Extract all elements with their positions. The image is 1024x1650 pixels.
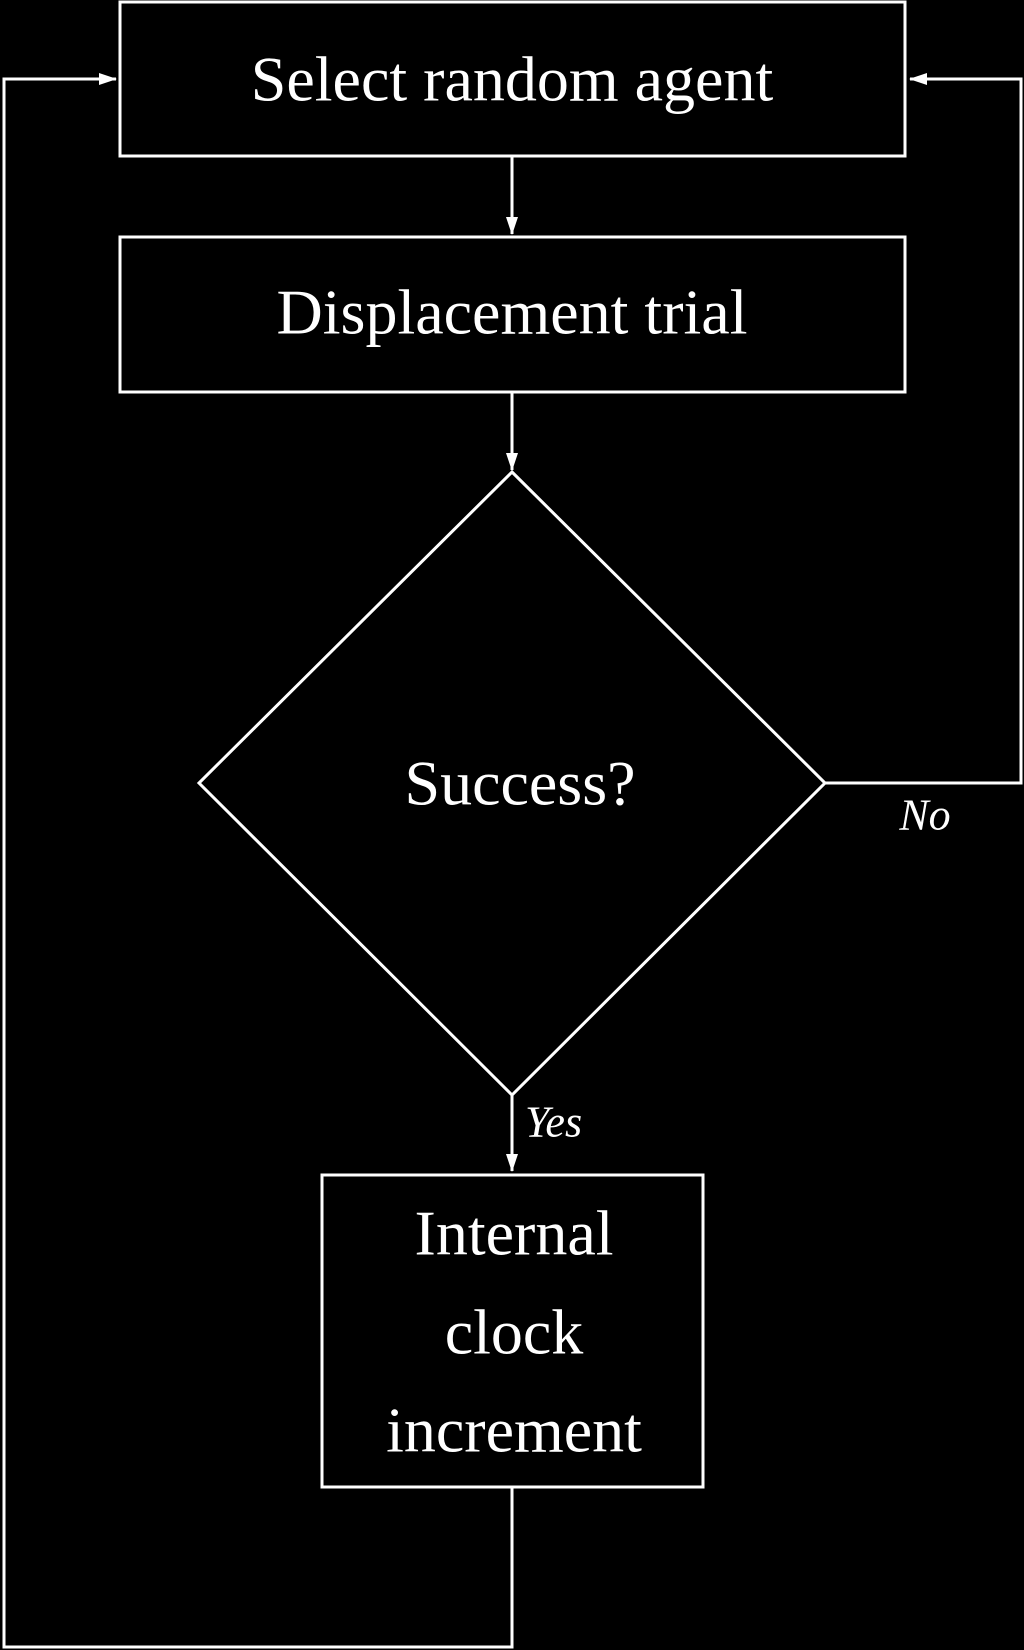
yes-edge-label: Yes: [525, 1098, 582, 1147]
success-decision-label: Success?: [404, 748, 635, 819]
internal-clock-label-line3: increment: [386, 1395, 642, 1466]
arrow-clock-loop-to-select: [2, 73, 514, 1649]
select-agent-label: Select random agent: [251, 44, 774, 115]
internal-clock-label-line2: clock: [445, 1297, 584, 1368]
displacement-trial-label: Displacement trial: [277, 277, 748, 348]
internal-clock-label-line1: Internal: [415, 1198, 614, 1269]
no-edge-label: No: [898, 791, 950, 840]
arrow-no-loop-to-select: [825, 73, 1023, 785]
